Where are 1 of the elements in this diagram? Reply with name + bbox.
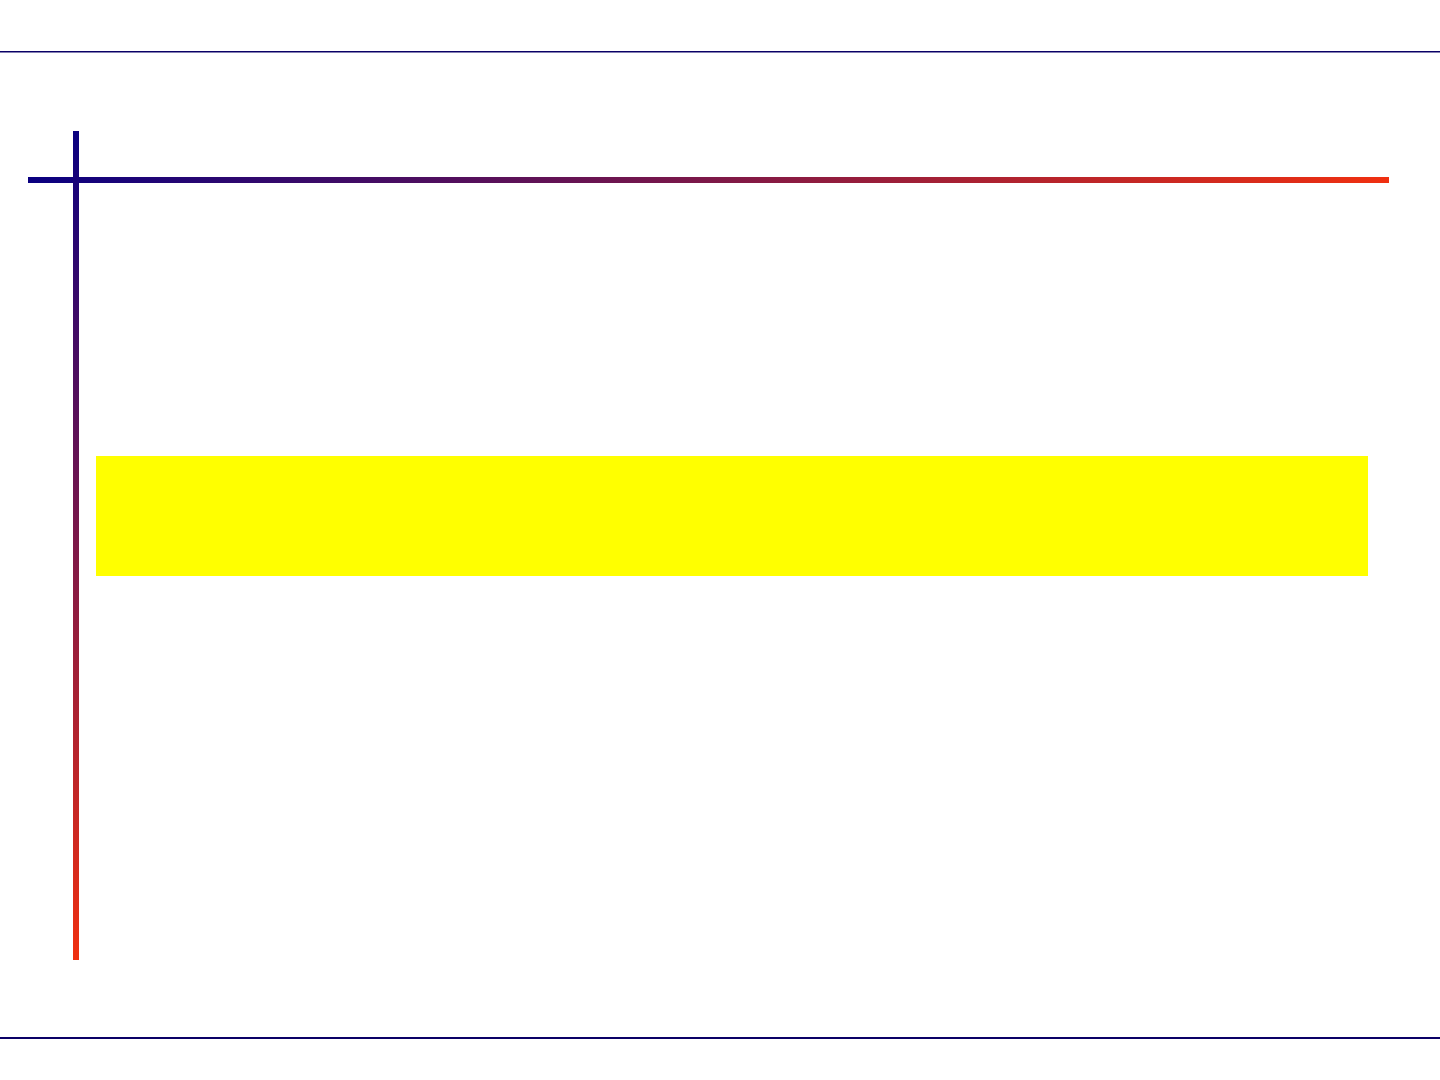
highlight-box — [96, 456, 1368, 576]
